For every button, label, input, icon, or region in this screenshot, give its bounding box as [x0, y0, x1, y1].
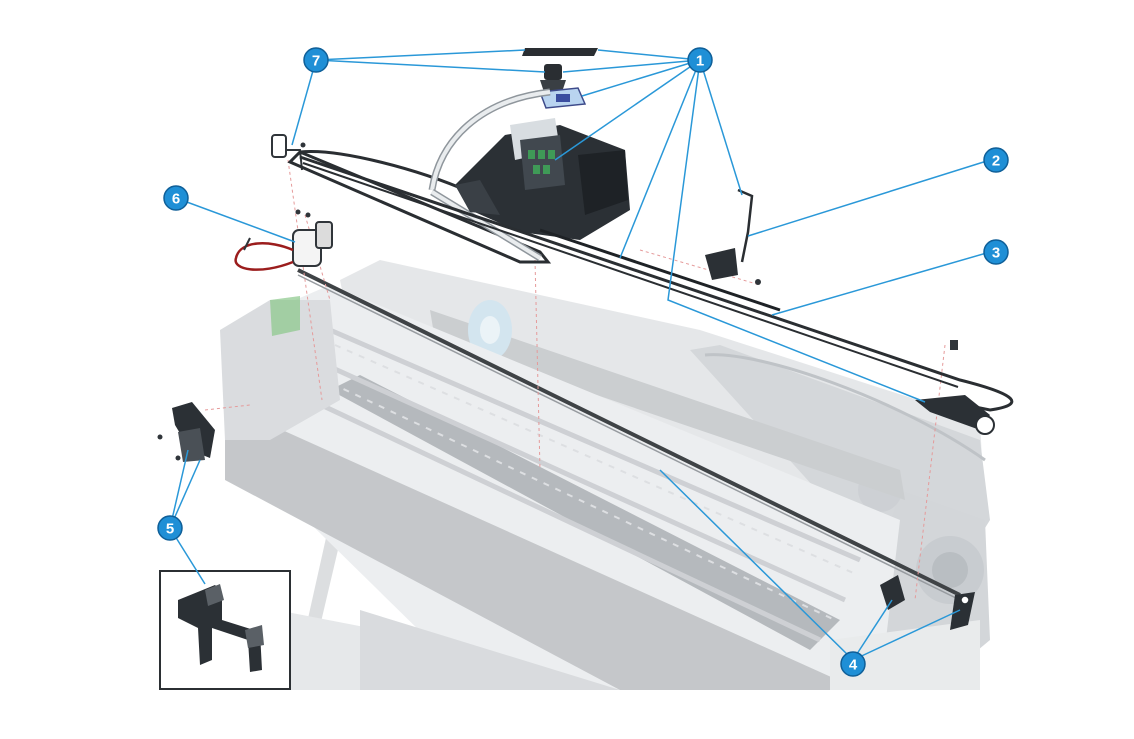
part-carriage-motor — [234, 209, 333, 271]
callout-3-label: 3 — [992, 245, 1000, 262]
part-right-sensor-flex — [705, 188, 761, 285]
platen-slots — [298, 327, 861, 643]
callout-4-label: 4 — [849, 657, 858, 674]
part-left-bracket — [271, 134, 306, 171]
part-top-cover-strip — [522, 48, 598, 56]
part-rail-clip-right — [950, 592, 975, 630]
callout-1: 1 — [687, 47, 713, 73]
part-left-rail-bracket — [157, 402, 215, 462]
part-cap-small — [540, 64, 566, 92]
printer-body-ghost — [220, 260, 990, 690]
leader-lines — [169, 49, 991, 661]
callout-6-label: 6 — [172, 191, 180, 208]
detail-inset — [159, 570, 291, 690]
callout-7: 7 — [303, 47, 329, 73]
part-right-belt-pulley — [915, 340, 995, 435]
callout-2-label: 2 — [992, 153, 1000, 170]
callout-3: 3 — [983, 239, 1009, 265]
callout-5-label: 5 — [166, 521, 174, 538]
part-rail-clip-left — [880, 575, 905, 610]
callout-4: 4 — [840, 651, 866, 677]
callout-1-label: 1 — [696, 53, 704, 70]
callout-7-label: 7 — [312, 53, 320, 70]
part-encoder-strip — [539, 228, 781, 312]
inset-bracket-detail — [178, 584, 264, 672]
callout-2: 2 — [983, 147, 1009, 173]
part-carriage-belt — [299, 155, 1014, 412]
alignment-guides — [204, 159, 946, 601]
part-carriage-assembly — [455, 118, 630, 240]
callout-6: 6 — [163, 185, 189, 211]
callout-5: 5 — [157, 515, 183, 541]
part-blue-connector — [538, 87, 587, 109]
